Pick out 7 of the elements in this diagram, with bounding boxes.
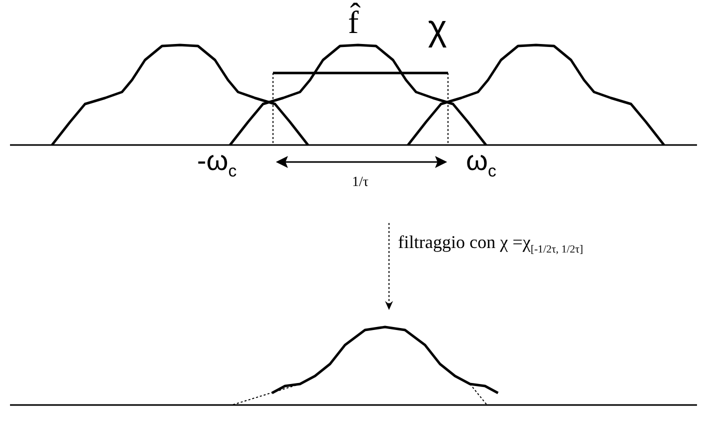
chi-label: χ	[428, 10, 447, 46]
cutoff-label: ω$_{c}$	[466, 147, 496, 180]
arrow	[385, 222, 393, 310]
period-label: 1/τ	[352, 176, 369, 190]
function-hat-label: f̂	[348, 2, 359, 42]
edge-label: filtraggio con χ =χ$_{[-1/2τ, 1/2τ]}$	[398, 232, 584, 257]
cutoff-label: -ω$_{c}$	[197, 147, 237, 180]
